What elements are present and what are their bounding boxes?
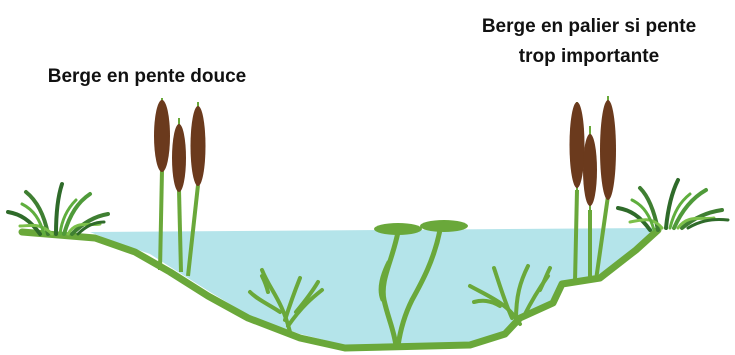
right-bank-text-line-2: trop importante (448, 42, 730, 72)
cattail-head (570, 102, 585, 188)
cattail-head (172, 124, 186, 192)
pond-water (90, 228, 658, 345)
left-bank-text: Berge en pente douce (48, 66, 247, 87)
cattail-head (154, 100, 170, 172)
left-bank-label: Berge en pente douce (12, 62, 282, 92)
left-grass-tuft (8, 184, 108, 234)
right-bank-label: Berge en palier si pente trop importante (448, 12, 730, 72)
right-grass-tuft (618, 180, 728, 230)
cattail-head (583, 134, 597, 206)
right-bank-text-line-1: Berge en palier si pente (448, 12, 730, 42)
cattail-head (600, 100, 616, 200)
lily-pad (374, 223, 422, 235)
lily-pad (420, 220, 468, 232)
cattail-head (191, 106, 206, 186)
